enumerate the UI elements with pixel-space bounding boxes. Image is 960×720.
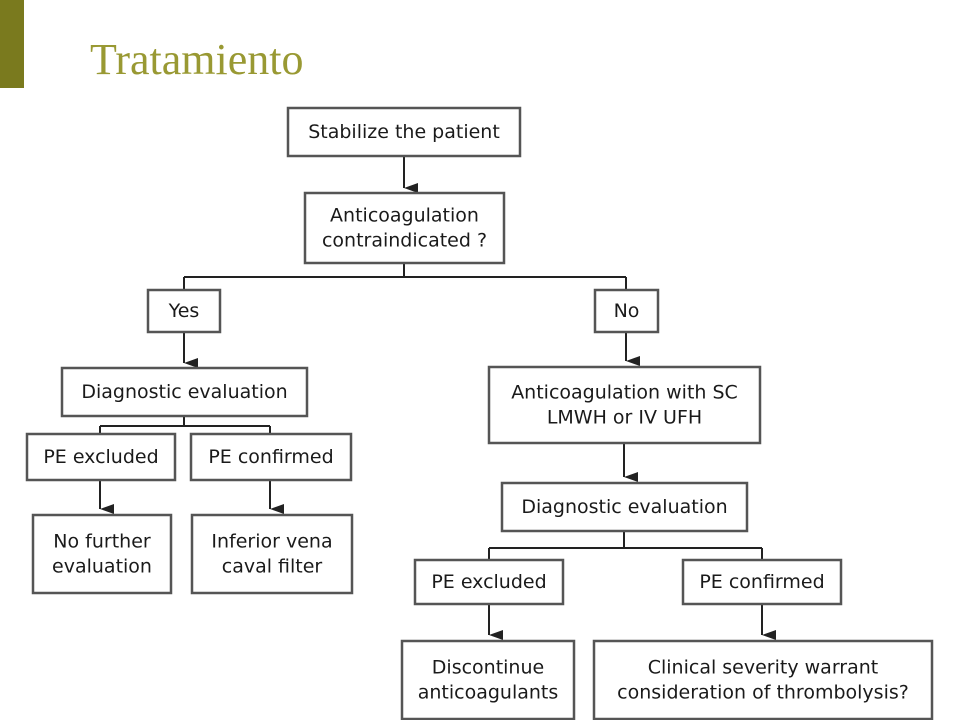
flow-connectors — [99, 156, 776, 640]
flow-node-pe-conf-left: PE confirmed — [189, 432, 353, 482]
slide-title: Tratamiento — [90, 35, 304, 84]
flow-node-discontinue: Discontinue anticoagulants — [400, 639, 576, 720]
flow-node-label: PE excluded — [43, 446, 158, 468]
accent-bar — [0, 0, 24, 88]
flow-node-box — [413, 558, 565, 606]
flow-node-label: Clinical severity warrant — [648, 657, 879, 679]
flow-node-box — [190, 513, 354, 595]
flow-node-label: Yes — [168, 300, 200, 322]
flow-node-ivc-filter: Inferior vena caval filter — [190, 513, 354, 595]
flow-node-no-further: No further evaluation — [31, 513, 173, 595]
flow-node-label: PE confirmed — [699, 571, 824, 593]
flow-node-label: Discontinue — [432, 657, 544, 679]
flow-node-box — [592, 639, 934, 720]
flow-node-box — [286, 106, 522, 158]
flow-node-pe-conf-right: PE confirmed — [681, 558, 843, 606]
flow-node-box — [303, 191, 506, 265]
flow-node-pe-excl-left: PE excluded — [25, 432, 177, 482]
flow-node-diag-left: Diagnostic evaluation — [60, 366, 309, 418]
flow-node-label: PE excluded — [431, 571, 546, 593]
flow-node-label: No — [614, 300, 640, 322]
flow-node-yes: Yes — [146, 288, 222, 334]
flow-node-label: Diagnostic evaluation — [81, 381, 287, 403]
flow-node-box — [146, 288, 222, 334]
flow-node-label: No further — [53, 531, 151, 553]
flow-node-thrombolysis: Clinical severity warrant consideration o… — [592, 639, 934, 720]
flow-node-box — [500, 481, 749, 533]
flow-node-box — [487, 365, 762, 445]
flow-node-box — [400, 639, 576, 720]
flow-node-label: Anticoagulation with SC — [511, 382, 738, 404]
flow-node-no: No — [593, 288, 660, 334]
flow-node-contraindicated: Anticoagulation contraindicated ? — [303, 191, 506, 265]
flow-node-label: anticoagulants — [418, 682, 559, 704]
flow-node-label: PE confirmed — [208, 446, 333, 468]
flow-node-pe-excl-right: PE excluded — [413, 558, 565, 606]
flow-node-label: contraindicated ? — [322, 230, 487, 252]
flow-node-label: Diagnostic evaluation — [521, 496, 727, 518]
flow-node-box — [681, 558, 843, 606]
flow-node-label: consideration of thrombolysis? — [617, 682, 909, 704]
flow-node-box — [31, 513, 173, 595]
flow-node-label: caval filter — [222, 556, 323, 578]
flow-node-box — [25, 432, 177, 482]
flow-node-stabilize: Stabilize the patient — [286, 106, 522, 158]
flow-node-box — [189, 432, 353, 482]
flow-node-label: Inferior vena — [211, 531, 332, 553]
flow-node-label: Stabilize the patient — [308, 121, 500, 143]
flow-node-box — [593, 288, 660, 334]
flow-node-box — [60, 366, 309, 418]
flow-node-label: evaluation — [52, 556, 152, 578]
flow-node-label: Anticoagulation — [330, 205, 479, 227]
flow-node-diag-right: Diagnostic evaluation — [500, 481, 749, 533]
flow-node-label: LMWH or IV UFH — [547, 407, 702, 429]
flow-node-anticoag-sc: Anticoagulation with SC LMWH or IV UFH — [487, 365, 762, 445]
